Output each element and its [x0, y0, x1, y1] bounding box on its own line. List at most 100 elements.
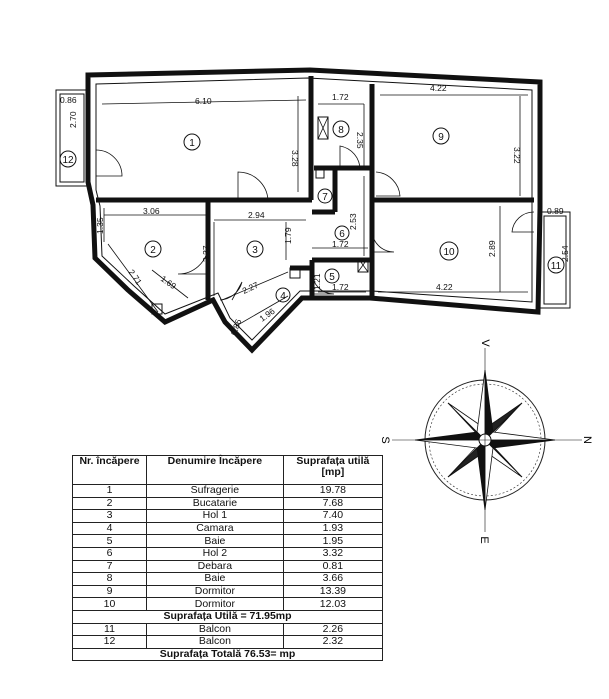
cell-area: 2.32: [282, 635, 384, 649]
door: [311, 271, 335, 295]
dim-label: 3.22: [512, 147, 522, 164]
dim-label: 1.72: [332, 92, 349, 102]
cell-name: Balcon: [146, 622, 284, 637]
dim-label: 3.28: [290, 150, 300, 167]
dim-label: 2.35: [355, 132, 365, 149]
dim-label: 1.72: [332, 239, 349, 249]
door: [371, 229, 395, 253]
room-labels: 1 2 3 4 5 6 7 8 9 10 11 12: [59, 120, 565, 303]
grand-total-row: Suprafața Totală 76.53= mp: [72, 647, 383, 662]
cell-nr: 9: [72, 584, 147, 599]
cell-area: 7.68: [282, 496, 384, 511]
room-number: 5: [329, 272, 335, 283]
dim-label: 2.94: [248, 210, 265, 220]
outer-wall: [85, 67, 543, 354]
compass-label-v: V: [479, 339, 491, 347]
cell-nr: 7: [72, 559, 147, 574]
vent-box: [317, 116, 329, 140]
cell-name: Hol 1: [146, 509, 284, 523]
room-number: 10: [443, 247, 455, 258]
door: [375, 171, 401, 197]
dim-label: 0.86: [60, 95, 77, 105]
dimension-lines: [101, 94, 528, 327]
door: [237, 171, 269, 201]
room-number: 6: [339, 229, 345, 240]
balcony-11: [539, 211, 571, 309]
door: [177, 247, 209, 275]
dim-label: 1.21: [312, 273, 322, 290]
cell-nr: 5: [72, 534, 147, 548]
dim-label: 2.71: [126, 267, 144, 287]
header-denumire: Denumire Încăpere: [146, 455, 284, 485]
cell-name: Dormitor: [146, 597, 284, 611]
header-suprafata: Suprafața utilă [mp]: [282, 455, 384, 485]
cell-area: 0.81: [282, 559, 384, 574]
cell-area: 13.39: [282, 584, 384, 599]
cell-area: 19.78: [282, 484, 384, 498]
dim-label: 1.79: [283, 227, 293, 244]
header-nr: Nr. încăpere: [72, 455, 147, 485]
cell-name: Dormitor: [146, 584, 284, 599]
cell-name: Baie: [146, 534, 284, 548]
cell-name: Balcon: [146, 635, 284, 649]
dim-label: 1.96: [257, 306, 277, 324]
room-areas-table: Nr. încăpere Denumire Încăpere Suprafața…: [72, 455, 384, 662]
cell-nr: 12: [72, 635, 147, 649]
door: [95, 149, 123, 177]
dim-label: 1.72: [332, 282, 349, 292]
dim-label: 3.06: [143, 206, 160, 216]
door: [511, 211, 535, 233]
cell-name: Debara: [146, 559, 284, 574]
dim-label: 0.89: [547, 206, 564, 216]
room-number: 1: [189, 138, 195, 149]
dim-label: 4.22: [430, 83, 447, 93]
dim-label: 2.54: [560, 245, 570, 262]
dim-label: 4.22: [436, 282, 453, 292]
cell-name: Baie: [146, 572, 284, 586]
dim-label: 6.10: [195, 96, 212, 106]
cell-area: 2.26: [282, 622, 384, 637]
cell-nr: 10: [72, 597, 147, 611]
cell-nr: 2: [72, 496, 147, 511]
dim-label: 2.27: [241, 280, 260, 296]
dim-label: 2.70: [68, 111, 78, 128]
cell-name: Sufragerie: [146, 484, 284, 498]
cell-nr: 4: [72, 521, 147, 536]
room-number: 9: [438, 132, 444, 143]
cell-area: 3.66: [282, 572, 384, 586]
room-number: 2: [150, 245, 156, 256]
cell-area: 3.32: [282, 546, 384, 561]
grand-total: Suprafața Totală 76.53= mp: [72, 647, 383, 662]
door: [219, 281, 243, 301]
vent-box: [357, 257, 369, 273]
compass-label-s: S: [379, 436, 391, 443]
floor-plan: 6.10 3.28 0.86 2.70 1.72 2.35 4.22 3.22 …: [55, 67, 571, 354]
table-header-row: Nr. încăpere Denumire Încăpere Suprafața…: [72, 455, 384, 485]
compass-label-e: E: [478, 536, 490, 543]
cell-area: 12.03: [282, 597, 384, 611]
room-number: 3: [252, 245, 258, 256]
cell-nr: 11: [72, 622, 147, 637]
dim-label: 0.86: [228, 317, 243, 336]
room-number: 12: [62, 155, 74, 166]
compass-label-n: N: [581, 436, 593, 444]
cell-nr: 8: [72, 572, 147, 586]
room-number: 7: [322, 192, 328, 203]
cell-nr: 6: [72, 546, 147, 561]
cell-area: 1.93: [282, 521, 384, 536]
util-total: Suprafața Utilă = 71.95mp: [72, 609, 383, 624]
cell-area: 1.95: [282, 534, 384, 548]
dim-label: 2.37: [201, 245, 211, 262]
cell-name: Bucatarie: [146, 496, 284, 511]
